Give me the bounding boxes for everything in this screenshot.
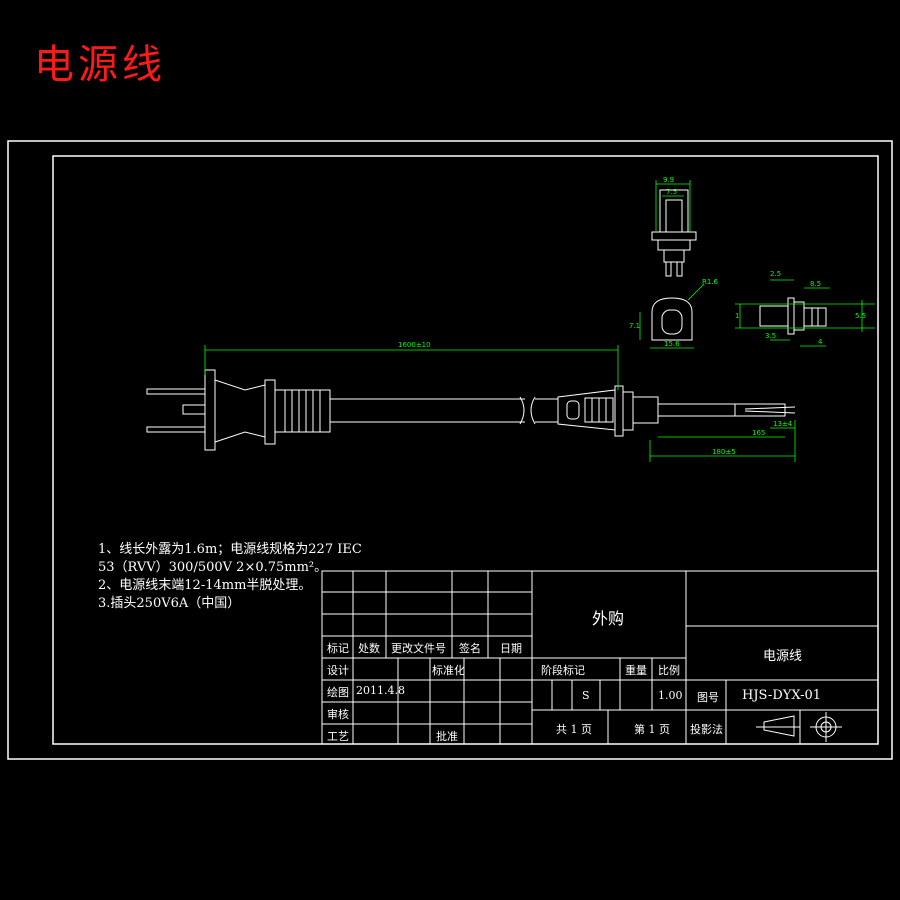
plug-side-view — [146, 369, 796, 451]
dim-top-inner: 7.5 — [666, 188, 677, 196]
tb-process: 工艺 — [327, 730, 349, 743]
tb-part-name: 电源线 — [763, 649, 803, 664]
dimension-texts: 1600±10 9.9 7.5 R1.6 15.6 7.1 2.5 8.5 1 … — [398, 176, 866, 456]
tb-header-date: 日期 — [500, 642, 522, 655]
dim-right-f: 4 — [818, 338, 823, 346]
note-line-2: 53（RVV）300/500V 2×0.75mm²。 — [98, 560, 328, 575]
projection-symbol-icon — [756, 712, 842, 742]
dim-total-length: 1600±10 — [398, 341, 431, 349]
note-line-3: 2、电源线末端12-14mm半脱处理。 — [98, 578, 312, 593]
tb-approve: 批准 — [436, 730, 458, 743]
tb-header-mark: 标记 — [327, 642, 349, 655]
note-line-4: 3.插头250V6A（中国） — [98, 596, 241, 611]
tb-weight: 重量 — [625, 664, 647, 677]
dimension-lines — [204, 345, 796, 462]
tb-projection: 投影法 — [690, 723, 723, 736]
dim-right-d: 5.5 — [855, 312, 866, 320]
dim-strip-len: 165 — [752, 429, 765, 437]
tb-standardize: 标准化 — [432, 664, 465, 677]
tb-scale: 比例 — [658, 664, 680, 677]
dim-mid-height: 7.1 — [629, 322, 640, 330]
tb-date: 2011.4.8 — [356, 684, 405, 697]
drawing-title: 电源线 — [34, 42, 166, 88]
cross-section-view — [651, 297, 693, 341]
tb-drawing-no-label: 图号 — [697, 691, 719, 704]
tb-design: 设计 — [327, 664, 349, 677]
title-block-grid — [321, 570, 879, 745]
outer-frame — [7, 140, 893, 760]
dim-right-a: 2.5 — [770, 270, 781, 278]
tb-stage-mark: 阶段标记 — [541, 664, 585, 677]
dim-right-b: 8.5 — [810, 280, 821, 288]
note-line-1: 1、线长外露为1.6m；电源线规格为227 IEC — [98, 542, 362, 557]
tb-outsource: 外购 — [592, 609, 625, 628]
tb-scale-value: 1.00 — [658, 689, 683, 702]
dim-right-c: 1 — [735, 312, 739, 320]
dim-mid-dia: R1.6 — [702, 278, 719, 286]
tb-page: 第 1 页 — [634, 723, 670, 736]
tb-review: 审核 — [327, 708, 349, 721]
dim-end-len: 180±5 — [712, 448, 736, 456]
tb-drawing-no: HJS-DYX-01 — [742, 688, 822, 703]
tb-drawn: 绘图 — [327, 686, 349, 699]
tb-stage-value: S — [582, 689, 590, 702]
connector-end-view — [759, 297, 827, 335]
plug-top-view — [651, 189, 697, 277]
dim-tail: 13±4 — [773, 420, 793, 428]
dim-mid-width: 15.6 — [664, 340, 680, 348]
dim-top-width: 9.9 — [663, 176, 674, 184]
tb-header-count: 处数 — [358, 642, 380, 655]
tb-total-pages: 共 1 页 — [556, 723, 592, 736]
tb-header-sign: 签名 — [459, 642, 481, 655]
tb-header-doc: 更改文件号 — [391, 642, 446, 655]
dim-right-e: 3.5 — [765, 332, 776, 340]
